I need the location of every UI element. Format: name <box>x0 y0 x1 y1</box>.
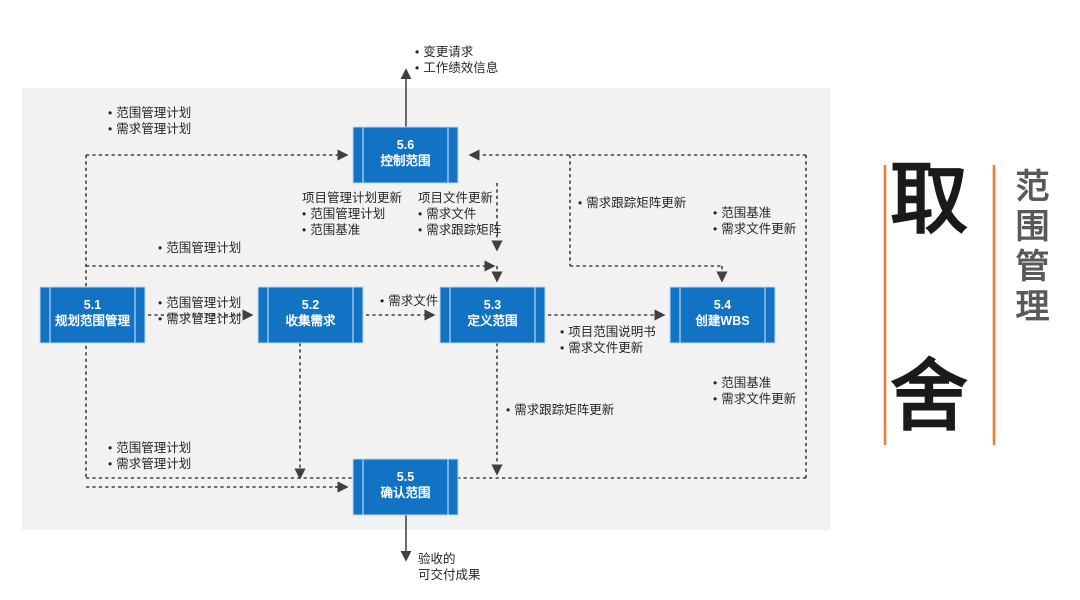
flow-label-item: 范围管理计划 <box>302 206 402 222</box>
flow-label-item: 需求管理计划 <box>158 311 241 327</box>
flow-label-item: 变更请求 <box>415 44 498 60</box>
side-panel: 取 舍 范围管理 <box>860 150 1080 450</box>
flow-label-item: 需求文件更新 <box>560 340 656 356</box>
flow-label-deliverables: 验收的可交付成果 <box>418 551 481 583</box>
process-box-5-4[interactable] <box>669 286 776 344</box>
flow-label-item: 范围管理计划 <box>158 295 241 311</box>
flow-label-item: 范围基准 <box>713 205 796 221</box>
flow-label-baseline-top: 范围基准需求文件更新 <box>713 205 796 237</box>
flow-label-item: 范围管理计划 <box>108 105 191 121</box>
process-box-5-3[interactable] <box>439 286 546 344</box>
process-box-5-5[interactable] <box>352 458 459 516</box>
side-panel-big-text-bottom: 舍 <box>890 352 969 440</box>
flow-label-item: 需求管理计划 <box>108 456 191 472</box>
flow-label-item: 需求跟踪矩阵更新 <box>578 195 686 211</box>
flow-label-plan-to-53: 范围管理计划 <box>158 240 241 256</box>
flow-label-52-to-53: 需求文件 <box>380 293 438 309</box>
flow-label-51-to-52: 范围管理计划需求管理计划 <box>158 295 241 327</box>
flow-label-item: 需求文件更新 <box>713 221 796 237</box>
flow-label-item: 范围基准 <box>302 222 402 238</box>
flow-label-heading: 项目管理计划更新 <box>302 191 403 205</box>
flow-label-item: 范围管理计划 <box>158 240 241 256</box>
flow-label-to-56-left: 范围管理计划需求管理计划 <box>108 105 191 137</box>
flow-label-item: 需求跟踪矩阵更新 <box>506 402 614 418</box>
flow-label-baseline-low: 范围基准需求文件更新 <box>713 375 796 407</box>
process-box-5-6[interactable] <box>352 126 459 184</box>
flow-label-item: 需求文件 <box>418 206 501 222</box>
flow-label-item: 工作绩效信息 <box>415 60 498 76</box>
flow-label-pm-plan-update: 项目管理计划更新范围管理计划范围基准 <box>302 190 402 238</box>
flow-label-item: 可交付成果 <box>418 568 481 582</box>
flow-label-item: 需求跟踪矩阵 <box>418 222 501 238</box>
process-box-5-2[interactable] <box>257 286 364 344</box>
process-boxes <box>39 126 776 516</box>
flow-label-item: 需求文件 <box>380 293 438 309</box>
side-panel-big-text-top: 取 <box>890 155 969 243</box>
flow-label-out-top: 变更请求工作绩效信息 <box>415 44 498 76</box>
flow-label-item: 项目范围说明书 <box>560 324 656 340</box>
flow-label-rtm-update-top: 需求跟踪矩阵更新 <box>578 195 686 211</box>
flow-label-rtm-update-low: 需求跟踪矩阵更新 <box>506 402 614 418</box>
flow-label-item: 验收的 <box>418 552 456 566</box>
flow-label-plan-to-55: 范围管理计划需求管理计划 <box>108 440 191 472</box>
side-panel-rules <box>883 165 996 445</box>
flow-label-item: 范围管理计划 <box>108 440 191 456</box>
process-box-5-1[interactable] <box>39 286 146 344</box>
flow-label-item: 范围基准 <box>713 375 796 391</box>
flow-label-item: 需求文件更新 <box>713 391 796 407</box>
flow-label-pm-doc-update: 项目文件更新需求文件需求跟踪矩阵 <box>418 190 501 238</box>
flow-label-heading: 项目文件更新 <box>418 191 494 205</box>
side-panel-vertical-label: 范围管理 <box>1010 168 1048 328</box>
flow-label-53-to-54: 项目范围说明书需求文件更新 <box>560 324 656 356</box>
flow-label-item: 需求管理计划 <box>108 121 191 137</box>
